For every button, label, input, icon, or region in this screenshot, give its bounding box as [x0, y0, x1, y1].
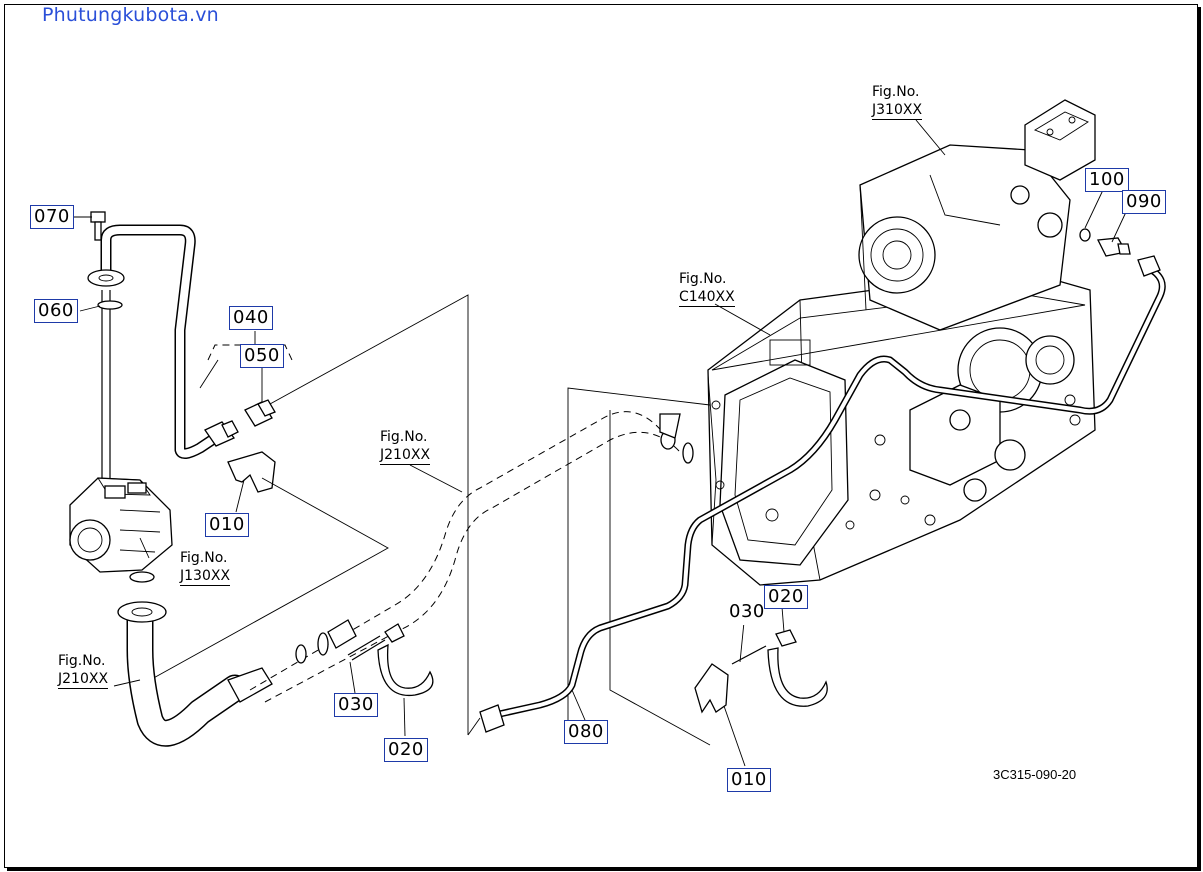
- fig-ref-j210-mid-line2: J210XX: [380, 447, 431, 465]
- leader-lines: [72, 119, 1127, 767]
- part-label-100[interactable]: 100: [1085, 168, 1129, 192]
- pipe-080: [479, 255, 1166, 733]
- fittings-040-050: [199, 331, 293, 447]
- part-label-050[interactable]: 050: [240, 344, 284, 368]
- fig-ref-j210-mid[interactable]: Fig.No. J210XX: [380, 428, 431, 465]
- fig-ref-j130[interactable]: Fig.No. J130XX: [180, 549, 231, 586]
- watermark-text: Phutungkubota.vn: [42, 4, 219, 26]
- fig-ref-j210-left[interactable]: Fig.No. J210XX: [58, 652, 109, 689]
- part-label-090[interactable]: 090: [1122, 190, 1166, 214]
- drawing-code: 3C315-090-20: [993, 767, 1077, 782]
- right-clamp-parts: [694, 629, 828, 714]
- part-label-070[interactable]: 070: [30, 205, 74, 229]
- fig-ref-j210-mid-line1: Fig.No.: [380, 429, 428, 445]
- fig-ref-c140[interactable]: Fig.No. C140XX: [679, 270, 735, 307]
- fig-ref-j130-line1: Fig.No.: [180, 550, 228, 566]
- fig-ref-j130-line2: J130XX: [180, 568, 231, 586]
- fig-ref-c140-line2: C140XX: [679, 289, 735, 307]
- clamp-010-upper: [227, 451, 276, 513]
- fig-ref-j210-left-line1: Fig.No.: [58, 653, 106, 669]
- o-ring-pump: [129, 571, 155, 583]
- part-label-020-right[interactable]: 020: [764, 585, 808, 609]
- part-label-010-lower[interactable]: 010: [727, 768, 771, 792]
- part-label-040[interactable]: 040: [229, 306, 273, 330]
- fittings-090-100: [1079, 228, 1131, 257]
- part-label-080[interactable]: 080: [564, 720, 608, 744]
- part-label-030-right[interactable]: 030: [726, 601, 768, 625]
- part-label-060[interactable]: 060: [34, 299, 78, 323]
- part-label-020-lower[interactable]: 020: [384, 738, 428, 762]
- suction-hose: [117, 601, 273, 747]
- hydraulic-pump: [69, 477, 173, 573]
- fig-ref-j310-line1: Fig.No.: [872, 84, 920, 100]
- fig-ref-c140-line1: Fig.No.: [679, 271, 727, 287]
- lower-fittings: [295, 413, 694, 697]
- transmission-housing: [707, 99, 1096, 586]
- fig-ref-j310-line2: J310XX: [872, 102, 923, 120]
- fig-ref-j210-left-line2: J210XX: [58, 671, 109, 689]
- upper-pipe: [87, 224, 221, 459]
- fig-ref-j310[interactable]: Fig.No. J310XX: [872, 83, 923, 120]
- part-label-010-upper[interactable]: 010: [205, 513, 249, 537]
- part-label-030-lower[interactable]: 030: [334, 693, 378, 717]
